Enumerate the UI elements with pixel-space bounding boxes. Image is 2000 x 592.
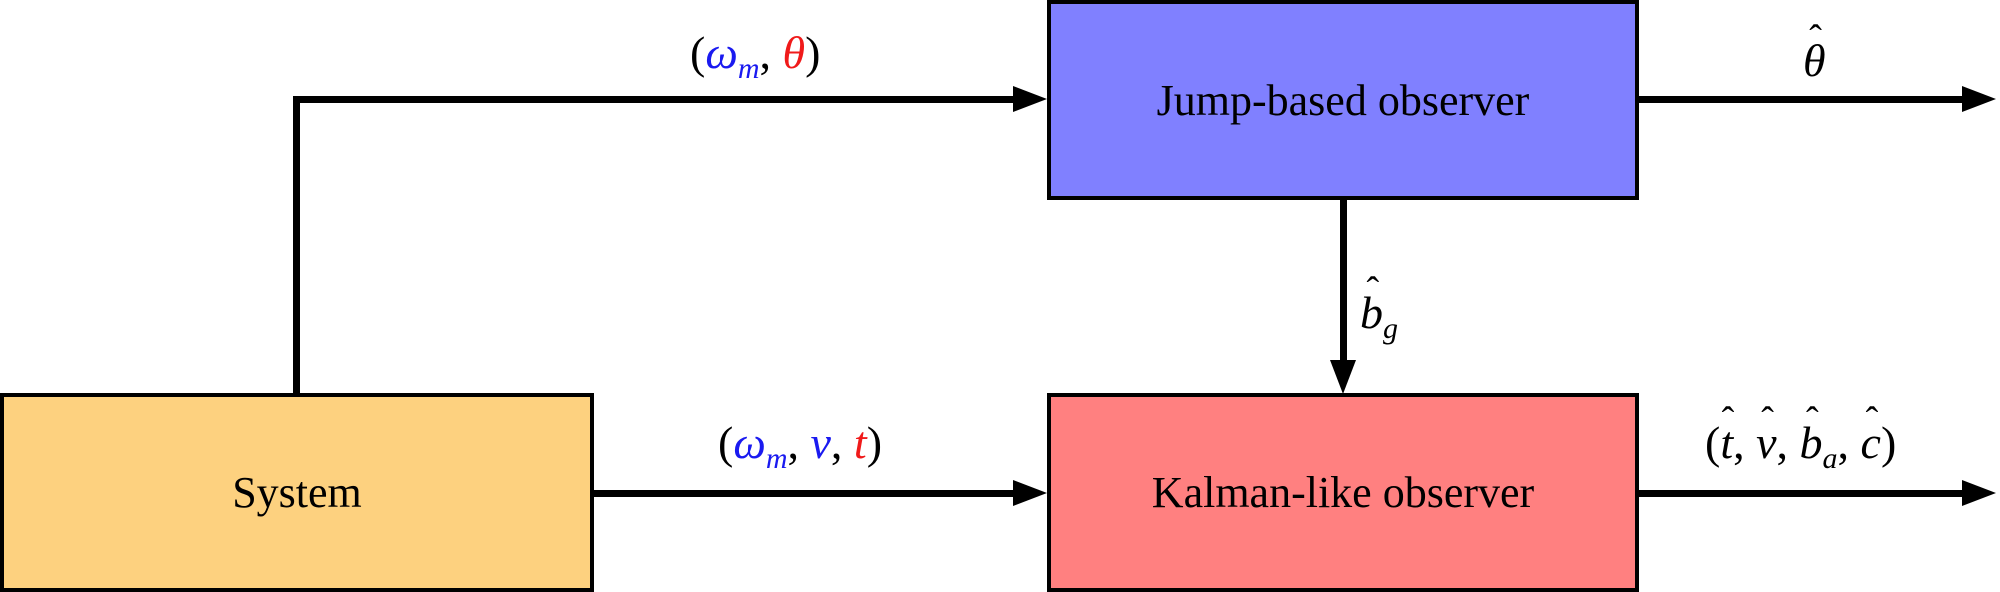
signal-label-theta-hat: θ (1803, 38, 1826, 84)
signal-label-kalman-output: (t, v, ba, c) (1705, 420, 1896, 474)
signal-label-omega-theta: (ωm, θ) (690, 27, 821, 85)
system-to-jump-horizontal-line (293, 96, 1017, 103)
jump-output-arrowhead-icon (1962, 86, 1996, 112)
system-to-kalman-line (592, 490, 1017, 497)
jump-to-kalman-arrowhead-icon (1330, 360, 1356, 394)
kalman-observer-label: Kalman-like observer (1151, 468, 1535, 517)
jump-based-observer-block: Jump-based observer (1047, 0, 1639, 200)
kalman-output-arrowhead-icon (1962, 480, 1996, 506)
kalman-like-observer-block: Kalman-like observer (1047, 393, 1639, 592)
system-to-jump-vertical-line (293, 96, 300, 395)
jump-observer-label: Jump-based observer (1156, 75, 1530, 125)
arrowhead-into-jump-icon (1013, 86, 1047, 112)
jump-to-kalman-line (1340, 198, 1347, 363)
jump-output-line (1637, 96, 1967, 103)
kalman-output-line (1637, 490, 1967, 497)
arrowhead-into-kalman-icon (1013, 480, 1047, 506)
system-block: System (0, 393, 594, 592)
signal-label-omega-v-t: (ωm, v, t) (718, 417, 883, 475)
system-label: System (232, 468, 362, 517)
signal-label-b-hat-g: bg (1360, 290, 1398, 344)
